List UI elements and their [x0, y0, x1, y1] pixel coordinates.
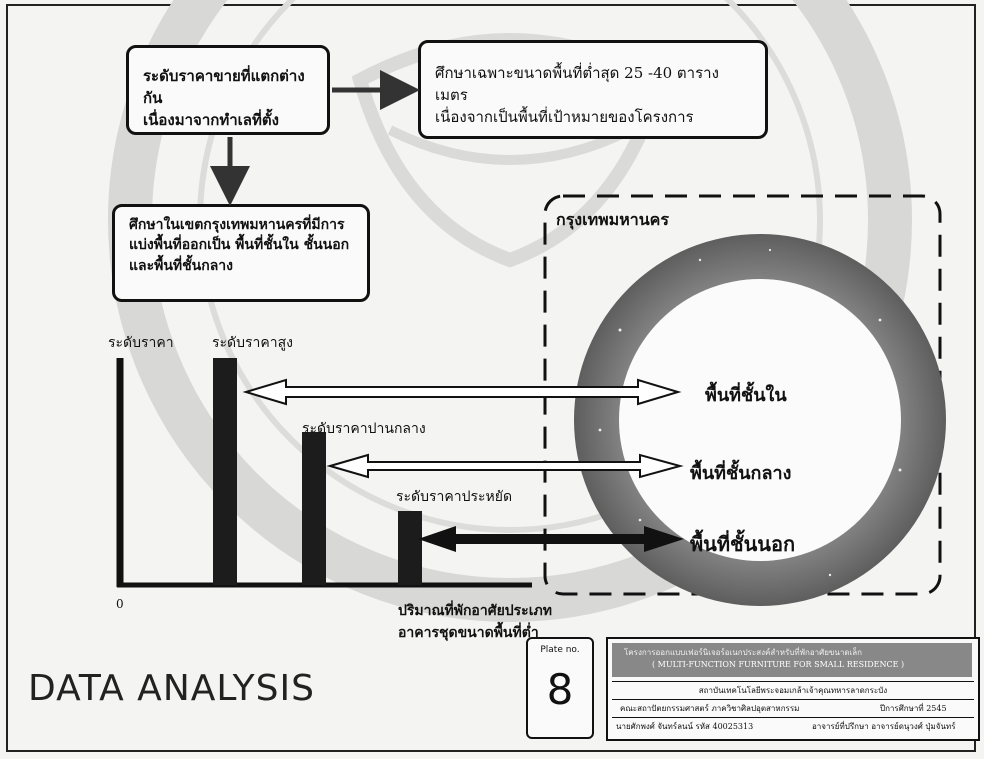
title-block-header: โครงการออกแบบเฟอร์นิเจอร์อเนกประสงค์สำหร… [612, 643, 972, 677]
institute-row: สถาบันเทคโนโลยีพระจอมเกล้าเจ้าคุณทหารลาด… [612, 681, 974, 700]
origin-label: 0 [116, 597, 124, 611]
bar-high [213, 358, 237, 585]
bar-medium [302, 432, 326, 585]
student-info: นายศักพงศ์ จันทร์ลนน์ รหัส 40025313 [616, 722, 754, 731]
project-english: ( MULTI-FUNCTION FURNITURE FOR SMALL RES… [652, 660, 905, 669]
box2-line2: เนื่องจากเป็นพื้นที่เป้าหมายของโครงการ [435, 107, 694, 126]
box1-line1: ระดับราคาขายที่แตกต่างกัน [143, 67, 305, 107]
student-row: นายศักพงศ์ จันทร์ลนน์ รหัส 40025313 อาจา… [612, 717, 974, 736]
plate-box: Plate no. 8 [526, 637, 594, 739]
outer-zone-label: พื้นที่ชั้นนอก [690, 532, 796, 556]
faculty-name: คณะสถาปัตยกรรมศาสตร์ ภาควิชาศิลปอุตสาหกร… [620, 704, 800, 713]
sheet-title: DATA ANALYSIS [28, 668, 315, 709]
box1-line2: เนื่องมาจากทำเลที่ตั้ง [143, 110, 279, 129]
faculty-row: คณะสถาปัตยกรรมศาสตร์ ภาควิชาศิลปอุตสาหกร… [612, 699, 974, 718]
ring-speckles [598, 248, 902, 577]
plate-number: 8 [546, 665, 574, 714]
x-axis-label-line2: อาคารชุดขนาดพื้นที่ต่ำ [398, 625, 539, 641]
study-scope-box: ศึกษาเฉพาะขนาดพื้นที่ต่ำสุด 25 -40 ตาราง… [418, 40, 768, 139]
bar-low [398, 511, 422, 585]
advisor-info: อาจารย์ที่ปรึกษา อาจารย์ดนุวงศ์ ปุ่มจันท… [812, 722, 956, 731]
box2-line1: ศึกษาเฉพาะขนาดพื้นที่ต่ำสุด 25 -40 ตาราง… [435, 64, 719, 104]
middle-zone-label: พื้นที่ชั้นกลาง [690, 463, 792, 484]
bangkok-title: กรุงเทพมหานคร [556, 210, 669, 229]
inner-zone [619, 279, 901, 561]
arrow-low-to-outer [418, 526, 684, 552]
project-thai: โครงการออกแบบเฟอร์นิเจอร์อเนกประสงค์สำหร… [624, 648, 862, 657]
box3-line2: แบ่งพื้นที่ออกเป็น พื้นที่ชั้นใน ชั้นนอก [129, 237, 350, 254]
x-axis-label-line1: ปริมาณที่พักอาศัยประเภท [398, 603, 552, 619]
study-area-box: ศึกษาในเขตกรุงเทพมหานครที่มีการ แบ่งพื้น… [112, 204, 370, 302]
bar-label-high: ระดับราคาสูง [212, 335, 294, 351]
title-block: โครงการออกแบบเฟอร์นิเจอร์อเนกประสงค์สำหร… [606, 637, 980, 741]
y-axis-label: ระดับราคา [108, 335, 174, 351]
plate-label: Plate no. [540, 645, 580, 655]
price-bars [213, 358, 422, 585]
bar-label-medium: ระดับราคาปานกลาง [302, 421, 426, 437]
institute-name: สถาบันเทคโนโลยีพระจอมเกล้าเจ้าคุณทหารลาด… [698, 686, 888, 695]
box3-line3: และพื้นที่ชั้นกลาง [129, 257, 233, 274]
arrow-medium-to-middle [326, 453, 684, 479]
price-difference-box: ระดับราคาขายที่แตกต่างกัน เนื่องมาจากทำเ… [126, 45, 330, 135]
bar-label-low: ระดับราคาประหยัด [396, 489, 513, 505]
arrow-high-to-inner [242, 378, 682, 406]
inner-zone-label: พื้นที่ชั้นใน [705, 385, 787, 406]
box3-line1: ศึกษาในเขตกรุงเทพมหานครที่มีการ [129, 217, 345, 233]
academic-year: ปีการศึกษาที่ 2545 [880, 704, 947, 713]
